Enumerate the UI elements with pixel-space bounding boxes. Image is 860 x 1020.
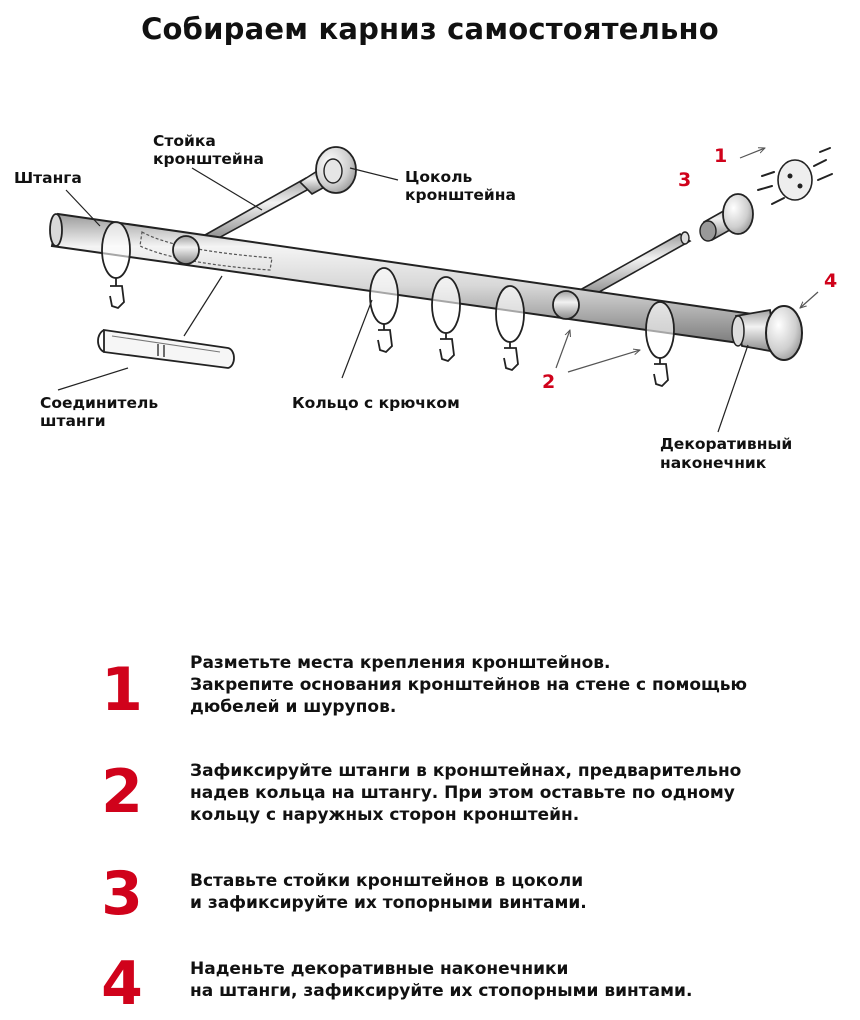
callout-number-1: 1 [714,145,727,167]
left-bracket-post [203,166,332,241]
step-line: и зафиксируйте их топорными винтами. [190,893,587,913]
step-number: 1 [101,655,143,725]
step-line: Разметьте места крепления кронштейнов. [190,653,611,673]
label-connector-line2: штанги [40,412,106,430]
wall-plate-with-screws [757,147,833,205]
callout-number-2: 2 [542,371,555,393]
ring-with-hook [431,276,461,363]
rod-connector-part [97,328,235,369]
ring-with-hook [369,267,399,354]
left-bracket-base [315,146,357,194]
ring-hooks [101,221,675,388]
step-number: 2 [101,757,143,827]
label-rod: Штанга [14,169,82,187]
label-bracket-post-line2: кронштейна [153,150,264,168]
step-text: Вставьте стойки кронштейнов в цоколи и з… [190,870,830,914]
left-bracket-clamp [172,235,200,265]
step-text: Зафиксируйте штанги в кронштейнах, предв… [190,760,830,826]
bracket-base-exploded [699,193,754,242]
step-line: Вставьте стойки кронштейнов в цоколи [190,871,584,891]
step-number: 4 [101,949,143,1019]
step-text: Разметьте места крепления кронштейнов. З… [190,652,830,718]
step-text: Наденьте декоративные наконечники на шта… [190,958,830,1002]
ring-with-hook [101,221,131,310]
step-line: Зафиксируйте штанги в кронштейнах, предв… [190,761,742,781]
step-line: надев кольца на штангу. При этом оставьт… [190,783,735,803]
decorative-finial [731,305,803,361]
label-bracket-post-line1: Стойка [153,132,216,150]
label-connector-line1: Соединитель [40,394,158,412]
callout-number-4: 4 [824,270,837,292]
rod-connector-inside [139,231,273,271]
label-finial-line2: наконечник [660,454,767,472]
step-number: 3 [101,859,143,929]
callout-number-3: 3 [678,169,691,191]
step-line: дюбелей и шурупов. [190,697,397,717]
label-bracket-base-line1: Цоколь [405,168,473,186]
label-finial-line1: Декоративный [660,435,792,453]
step-line: Наденьте декоративные наконечники [190,959,569,979]
step-line: кольцу с наружных сторон кронштейн. [190,805,580,825]
curtain-rod-diagram: Штанга Стойка кронштейна Цоколь кронштей… [14,132,837,472]
callout-arrows [555,148,819,373]
right-bracket-clamp [552,290,580,320]
ring-with-hook [645,301,675,388]
right-bracket-post [578,231,692,297]
step-line: на штанги, зафиксируйте их стопорными ви… [190,981,693,1001]
page-title: Собираем карниз самостоятельно [141,12,719,46]
label-bracket-base-line2: кронштейна [405,186,516,204]
ring-with-hook [495,285,525,372]
step-line: Закрепите основания кронштейнов на стене… [190,675,748,695]
label-ring: Кольцо с крючком [292,394,460,412]
leader-lines [57,167,749,433]
